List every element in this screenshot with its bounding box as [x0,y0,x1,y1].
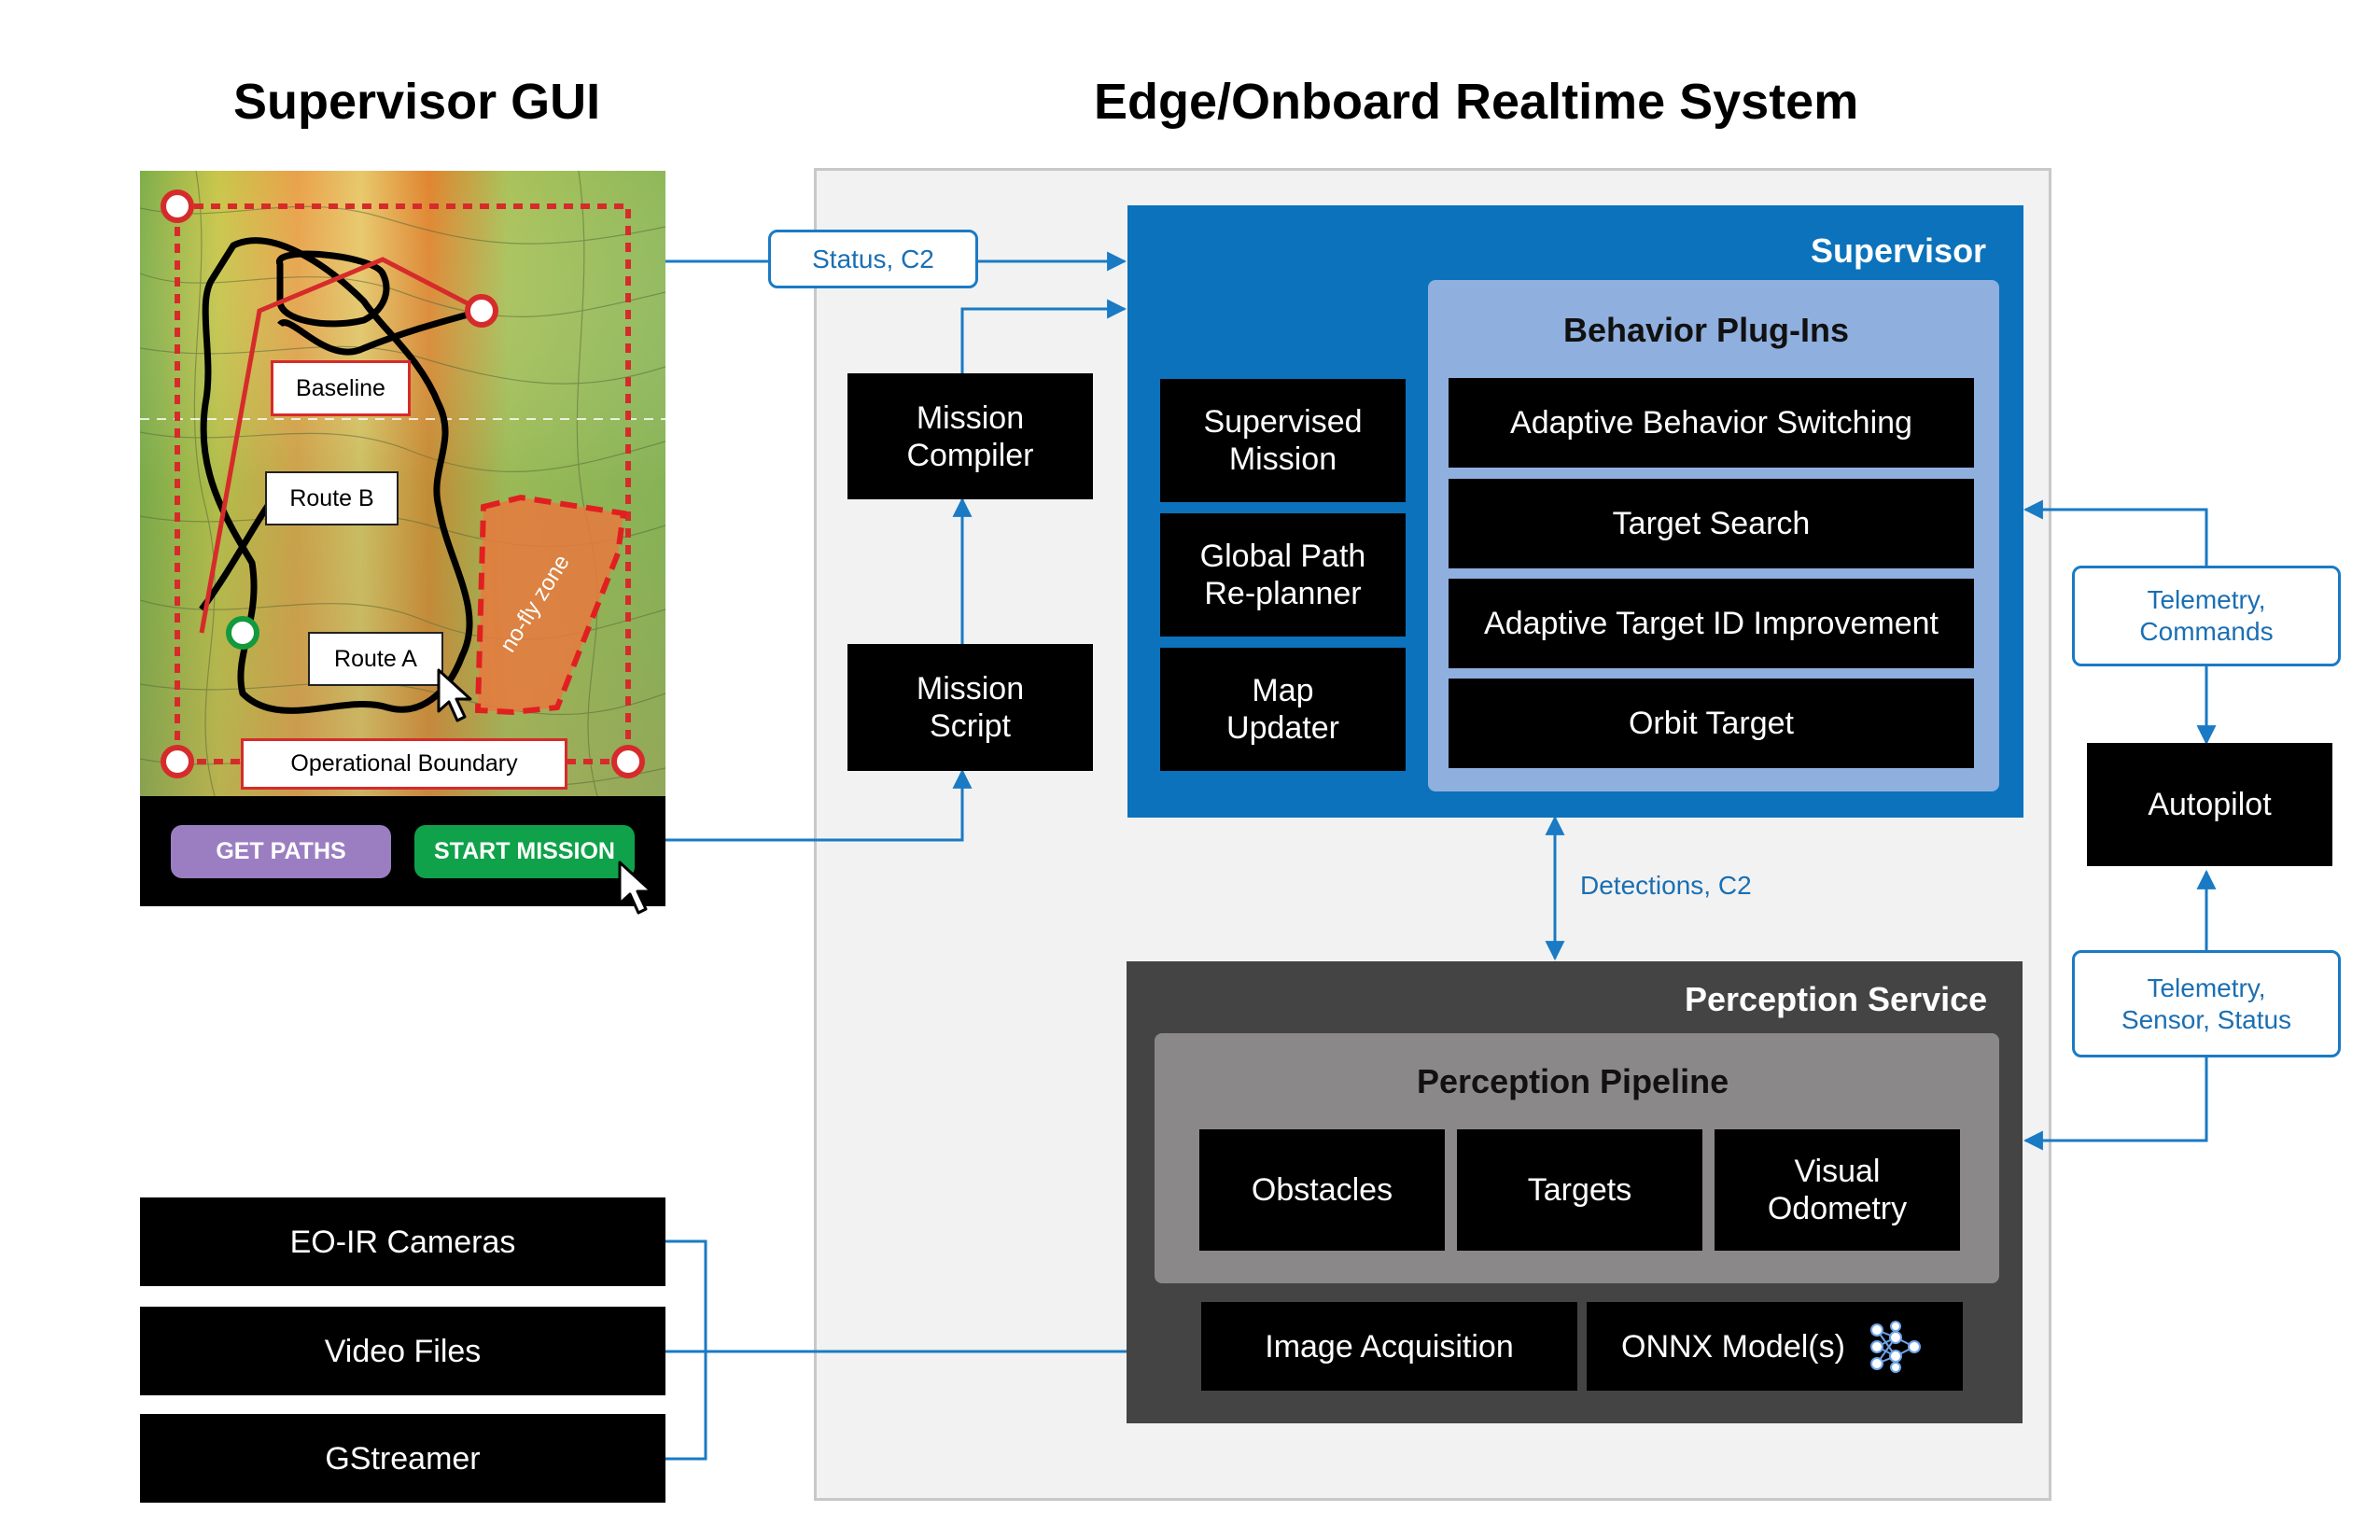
baseline-label: Baseline [271,360,411,416]
start-mission-button[interactable]: START MISSION [414,825,635,878]
video-files-box: Video Files [140,1307,665,1395]
behavior-plugins-title: Behavior Plug-Ins [1563,311,1850,349]
supervisor-gui-heading: Supervisor GUI [233,74,601,130]
gstreamer-box: GStreamer [140,1414,665,1503]
gui-map[interactable]: Baseline Route B Route A no-fly zone Ope… [140,171,665,796]
autopilot-box: Autopilot [2087,743,2332,866]
operational-boundary-label: Operational Boundary [241,738,567,790]
terrain-map [140,171,665,796]
route-b-label: Route B [265,471,399,525]
status-c2-label: Status, C2 [768,230,978,288]
route-a-label: Route A [308,632,443,686]
onnx-models-box: ONNX Model(s) [1587,1302,1963,1391]
visual-odometry-box: Visual Odometry [1715,1129,1960,1251]
mission-script-box: Mission Script [847,644,1093,771]
cursor-icon [437,668,472,722]
orbit-target-box: Orbit Target [1449,679,1974,768]
cursor-icon [618,861,653,915]
supervisor-title: Supervisor [1811,231,1987,270]
detections-c2-label: Detections, C2 [1580,871,1752,900]
global-path-replanner-box: Global Path Re-planner [1160,513,1406,637]
neural-network-icon [1869,1320,1921,1373]
mission-compiler-box: Mission Compiler [847,373,1093,499]
adaptive-target-id-box: Adaptive Target ID Improvement [1449,579,1974,668]
edge-system-heading: Edge/Onboard Realtime System [1094,74,1859,130]
obstacles-box: Obstacles [1199,1129,1445,1251]
targets-box: Targets [1457,1129,1702,1251]
telemetry-sensor-status-label: Telemetry, Sensor, Status [2072,950,2341,1057]
telemetry-commands-label: Telemetry, Commands [2072,566,2341,666]
map-updater-box: Map Updater [1160,648,1406,771]
image-acquisition-box: Image Acquisition [1201,1302,1577,1391]
supervised-mission-box: Supervised Mission [1160,379,1406,502]
target-search-box: Target Search [1449,479,1974,568]
get-paths-button[interactable]: GET PATHS [171,825,391,878]
perception-service-title: Perception Service [1685,980,1988,1018]
adaptive-behavior-switching-box: Adaptive Behavior Switching [1449,378,1974,468]
perception-pipeline-title: Perception Pipeline [1417,1062,1729,1100]
onnx-models-label: ONNX Model(s) [1621,1328,1845,1365]
eo-ir-cameras-box: EO-IR Cameras [140,1197,665,1286]
